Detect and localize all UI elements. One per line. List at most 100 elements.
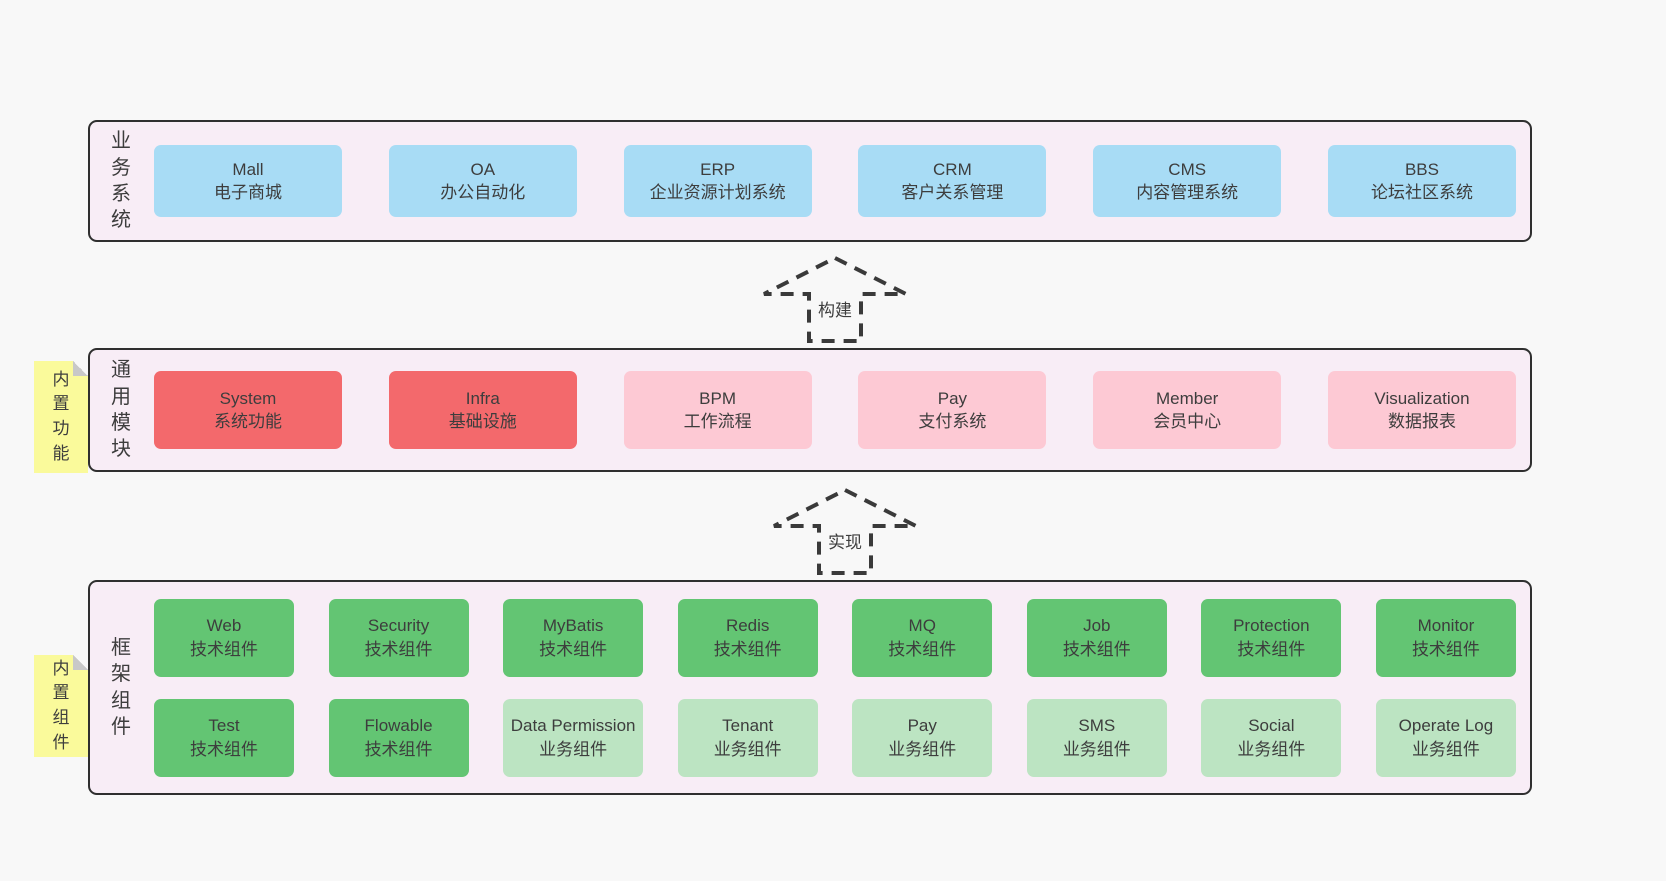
box-title: Monitor [1417,616,1475,636]
box-title: MQ [908,616,936,636]
box-title: Protection [1233,616,1310,636]
arrow-label: 实现 [825,528,865,553]
box-cms: CMS 内容管理系统 [1093,145,1282,217]
box-title: Pay [937,388,968,408]
box-subtitle: 业务组件 [1062,739,1131,759]
box-mall: Mall 电子商城 [154,145,342,217]
box-title: Data Permission [510,716,636,736]
arrow-label: 构建 [815,296,855,321]
arrow-build: 构建 [760,254,910,344]
section-label: 业务系统 [111,130,131,232]
box-subtitle: 支付系统 [918,412,987,431]
box-tenant: Tenant 业务组件 [677,698,818,777]
folded-corner-icon [73,361,88,376]
box-erp: ERP 企业资源计划系统 [623,145,812,217]
box-data-permission: Data Permission 业务组件 [503,698,644,777]
box-subtitle: 系统功能 [214,412,282,431]
box-subtitle: 技术组件 [1062,639,1131,659]
arrow-up-icon [763,255,907,343]
box-title: Infra [465,388,500,408]
box-job: Job 技术组件 [1026,598,1167,677]
box-subtitle: 基础设施 [448,412,517,431]
box-pay-biz: Pay 业务组件 [852,698,993,777]
box-social: Social 业务组件 [1201,698,1342,777]
box-subtitle: 技术组件 [364,739,433,759]
modules-boxes-row: System 系统功能 Infra 基础设施 BPM 工作流程 Pay 支付系统… [154,371,1516,449]
box-infra: Infra 基础设施 [388,371,577,449]
section-label: 通用模块 [111,359,131,461]
box-title: Pay [907,716,937,736]
box-subtitle: 技术组件 [713,639,782,659]
box-subtitle: 企业资源计划系统 [649,183,786,202]
section-framework-components: 框架组件 Web 技术组件 Security 技术组件 MyBatis 技术组件… [88,580,1532,795]
folded-corner-icon [73,655,88,670]
box-title: MyBatis [542,616,604,636]
section-business-systems: 业务系统 Mall 电子商城 OA 办公自动化 ERP 企业资源计划系统 CRM… [88,120,1532,242]
box-title: Web [206,616,242,636]
box-subtitle: 业务组件 [539,739,608,759]
box-title: CRM [933,159,972,179]
box-monitor: Monitor 技术组件 [1375,598,1516,677]
box-title: SMS [1078,716,1116,736]
section-label: 框架组件 [111,636,131,738]
box-title: Security [367,616,430,636]
box-web: Web 技术组件 [154,598,294,677]
box-bpm: BPM 工作流程 [623,371,812,449]
box-title: Social [1248,716,1295,736]
box-subtitle: 业务组件 [1411,739,1480,759]
box-subtitle: 技术组件 [1237,639,1306,659]
box-subtitle: 会员中心 [1153,412,1222,431]
box-subtitle: 业务组件 [713,739,782,759]
box-title: Mall [232,159,264,179]
framework-row-2: Test 技术组件 Flowable 技术组件 Data Permission … [154,698,1516,777]
box-subtitle: 客户关系管理 [901,183,1004,202]
box-member: Member 会员中心 [1093,371,1282,449]
box-subtitle: 技术组件 [888,639,957,659]
box-title: Member [1156,388,1219,408]
box-subtitle: 技术组件 [539,639,608,659]
box-subtitle: 技术组件 [190,639,258,659]
box-title: Operate Log [1398,716,1494,736]
box-operate-log: Operate Log 业务组件 [1375,698,1516,777]
box-title: Visualization [1374,388,1470,408]
box-flowable: Flowable 技术组件 [328,698,469,777]
box-crm: CRM 客户关系管理 [858,145,1047,217]
arrow-up-icon [773,487,917,575]
box-subtitle: 电子商城 [214,183,282,202]
box-sms: SMS 业务组件 [1026,698,1167,777]
framework-rows: Web 技术组件 Security 技术组件 MyBatis 技术组件 Redi… [154,598,1516,777]
box-subtitle: 业务组件 [888,739,957,759]
box-subtitle: 技术组件 [1411,639,1480,659]
box-protection: Protection 技术组件 [1201,598,1342,677]
box-subtitle: 论坛社区系统 [1370,183,1473,202]
box-title: Redis [725,616,770,636]
sticky-note-built-in-components: 内置组件 [34,655,88,757]
box-system: System 系统功能 [154,371,342,449]
box-oa: OA 办公自动化 [388,145,577,217]
box-subtitle: 技术组件 [190,739,258,759]
box-subtitle: 技术组件 [364,639,433,659]
note-text: 内置组件 [52,658,70,752]
box-redis: Redis 技术组件 [677,598,818,677]
box-title: Job [1083,616,1111,636]
box-subtitle: 办公自动化 [440,183,526,202]
note-text: 内置功能 [52,369,70,463]
framework-row-1: Web 技术组件 Security 技术组件 MyBatis 技术组件 Redi… [154,598,1516,677]
business-boxes-row: Mall 电子商城 OA 办公自动化 ERP 企业资源计划系统 CRM 客户关系… [154,145,1516,217]
sticky-note-built-in-features: 内置功能 [34,361,88,473]
box-test: Test 技术组件 [154,698,294,777]
box-title: Tenant [722,716,774,736]
box-title: System [219,388,277,408]
box-pay: Pay 支付系统 [858,371,1047,449]
box-title: ERP [700,159,736,179]
box-subtitle: 业务组件 [1237,739,1306,759]
arrow-implement: 实现 [770,486,920,576]
box-security: Security 技术组件 [328,598,469,677]
box-title: Test [208,716,240,736]
box-mq: MQ 技术组件 [852,598,993,677]
box-mybatis: MyBatis 技术组件 [503,598,644,677]
box-subtitle: 工作流程 [683,412,752,431]
box-title: Flowable [364,716,433,736]
box-title: CMS [1168,159,1207,179]
box-title: OA [470,159,496,179]
